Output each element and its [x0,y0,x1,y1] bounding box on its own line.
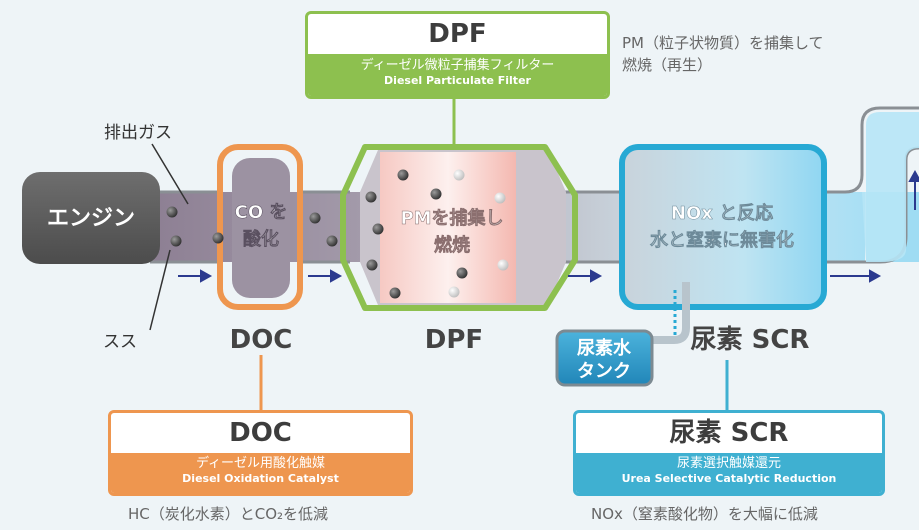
doc-info-box: DOC ディーゼル用酸化触媒 Diesel Oxidation Catalyst [108,410,413,496]
scr-info-box: 尿素 SCR 尿素選択触媒還元 Urea Selective Catalytic… [573,410,885,496]
dpf-chamber [340,144,578,311]
doc-box-band: ディーゼル用酸化触媒 Diesel Oxidation Catalyst [111,453,410,493]
scr-box-title: 尿素 SCR [669,418,789,448]
soot-particles [166,169,509,299]
soot-pointer [149,249,171,331]
scr-box-en: Urea Selective Catalytic Reduction [621,472,837,485]
urea-tank-body [555,329,654,387]
doc-inner-line-2: 酸化 [243,228,279,250]
dpf-box-band: ディーゼル微粒子捕集フィルター Diesel Particulate Filte… [308,54,607,96]
scr-inner-line-2: 水と窒素に無害化 [650,229,794,251]
outlet-plume [862,112,919,262]
dpf-box-en: Diesel Particulate Filter [384,74,531,87]
scr-under-label: 尿素 SCR [691,325,810,355]
doc-box-jp: ディーゼル用酸化触媒 [195,456,326,471]
doc-inner-line-1: CO を [235,202,288,223]
flow-arrows [178,169,919,283]
exhaust-gas-label: 排出ガス [104,123,172,143]
urea-tank-line-2: タンク [577,361,631,382]
urea-tank-line-1: 尿素水 [577,337,632,359]
doc-note: HC（炭化水素）とCO₂を低減 [128,505,329,523]
dpf-note-line-2: 燃焼（再生） [622,56,713,74]
doc-box-en: Diesel Oxidation Catalyst [182,472,339,485]
doc-box-title: DOC [229,418,292,448]
dpf-note: PM（粒子状物質）を捕集して 燃焼（再生） [622,32,824,76]
scr-box-jp: 尿素選択触媒還元 [676,456,781,471]
exhaust-gas-pointer [151,143,189,205]
scr-inner-line-1: NOx と反応 [671,202,773,224]
dpf-under-label: DPF [425,325,483,355]
engine-block [22,172,160,264]
dpf-inner-line-2: 燃焼 [434,234,470,256]
doc-chamber [217,144,303,310]
soot-label: スス [103,332,137,352]
dpf-info-box: DPF ディーゼル微粒子捕集フィルター Diesel Particulate F… [305,11,610,99]
urea-injection-line [652,282,690,344]
scr-chamber [619,144,827,310]
dpf-inner-line-1: PMを捕集し [400,207,503,229]
dpf-note-line-1: PM（粒子状物質）を捕集して [622,34,824,52]
dpf-box-title: DPF [428,19,487,49]
scr-note: NOx（窒素酸化物）を大幅に低減 [591,505,818,523]
dpf-box-jp: ディーゼル微粒子捕集フィルター [360,58,555,73]
doc-under-label: DOC [230,325,293,355]
scr-box-band: 尿素選択触媒還元 Urea Selective Catalytic Reduct… [576,453,882,493]
engine-label: エンジン [47,206,135,231]
